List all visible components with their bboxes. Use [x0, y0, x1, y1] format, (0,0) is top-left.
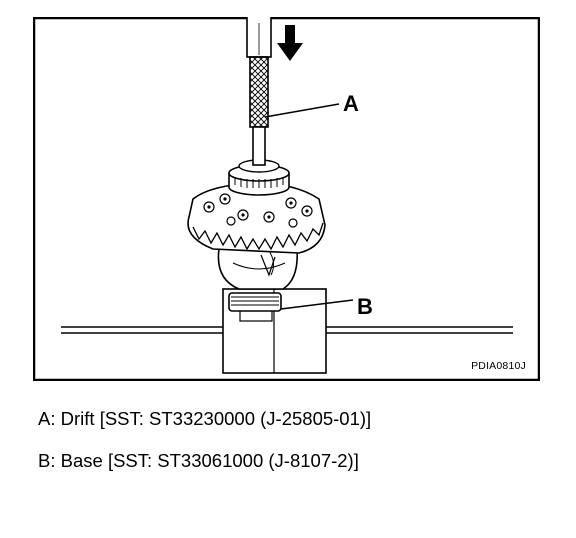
drift-tool: [246, 17, 272, 166]
figure-frame: [33, 17, 540, 381]
down-arrow-icon: [277, 25, 303, 61]
diagram-drawing: [33, 17, 540, 381]
sst-number: [SST: ST33230000 (J-25805-01)]: [99, 408, 372, 429]
diagram-figure: A B PDIA0810J: [33, 17, 540, 381]
tool-name: Drift: [60, 408, 95, 429]
upper-bearing: [228, 159, 290, 196]
ring-gear: [187, 182, 326, 254]
caption-drift: A: Drift [SST: ST33230000 (J-25805-01)]: [38, 408, 371, 430]
sst-number: [SST: ST33061000 (J-8107-2)]: [107, 450, 359, 471]
figure-code: PDIA0810J: [471, 360, 526, 372]
caption-prefix: A:: [38, 408, 61, 429]
callout-a: A: [343, 91, 359, 116]
callout-leaders: [264, 103, 354, 310]
lower-bearing: [228, 292, 282, 312]
tool-name: Base: [60, 450, 103, 471]
caption-prefix: B:: [38, 450, 61, 471]
differential-case: [217, 248, 299, 290]
caption-base: B: Base [SST: ST33061000 (J-8107-2)]: [38, 450, 359, 472]
bench-surface: [61, 326, 513, 334]
callout-b: B: [357, 294, 373, 319]
